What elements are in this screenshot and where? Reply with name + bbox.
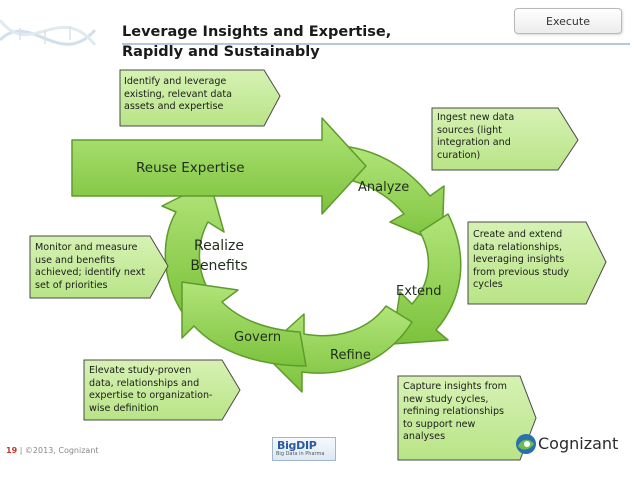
page-title: Leverage Insights and Expertise, Rapidly…: [122, 22, 452, 62]
cognizant-logo: Cognizant: [504, 428, 636, 462]
phase-tag: Execute: [514, 8, 622, 34]
label-govern: Govern: [234, 330, 281, 345]
bigdip-subtitle: Big Data in Pharma: [276, 451, 324, 457]
title-line-2: Rapidly and Sustainably: [122, 42, 452, 62]
callout-ingest-text: Ingest new data sources (light integrati…: [437, 112, 557, 162]
page-number: 19: [6, 446, 17, 455]
callout-identify-text: Identify and leverage existing, relevant…: [124, 76, 264, 114]
cognizant-logo-icon: [514, 432, 538, 456]
label-refine: Refine: [330, 348, 371, 363]
label-realize-benefits: Realize Benefits: [184, 236, 254, 276]
callout-elevate-text: Elevate study-proven data, relationships…: [89, 365, 229, 415]
copyright: | ©2013, Cognizant: [20, 446, 99, 455]
footer: 19 | ©2013, Cognizant: [6, 446, 99, 455]
bigdip-badge: BigDIP Big Data in Pharma: [272, 437, 336, 461]
dna-helix-icon: [0, 20, 95, 45]
label-reuse-expertise: Reuse Expertise: [136, 160, 245, 176]
arrow-govern: [182, 282, 306, 366]
callout-create-text: Create and extend data relationships, le…: [473, 229, 591, 292]
label-extend: Extend: [396, 284, 442, 299]
callout-monitor-text: Monitor and measure use and benefits ach…: [35, 242, 155, 292]
cognizant-wordmark: Cognizant: [538, 434, 618, 453]
label-analyze: Analyze: [358, 180, 409, 195]
title-line-1: Leverage Insights and Expertise,: [122, 22, 452, 42]
